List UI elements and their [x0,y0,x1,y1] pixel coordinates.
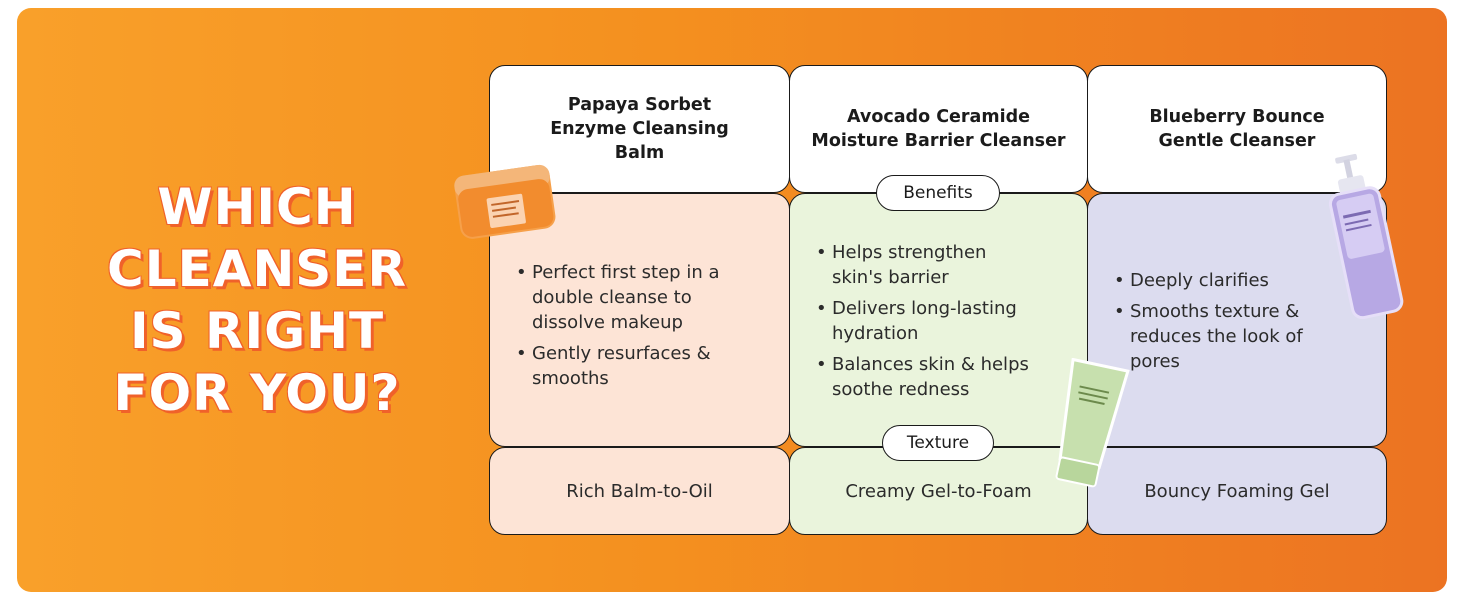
benefit-item: Deeply clarifies [1114,268,1329,293]
texture-cell-papaya: Rich Balm-to-Oil [489,447,790,535]
benefits-cell-avocado: Helps strengthen skin's barrier Delivers… [789,193,1088,447]
headline-line-4: FOR YOU? [113,364,401,422]
texture-label: Texture [882,425,994,461]
benefits-cell-papaya: Perfect first step in a double cleanse t… [489,193,790,447]
benefit-item: Perfect first step in a double cleanse t… [516,260,756,335]
papaya-jar-image [454,164,556,239]
product-header-blueberry: Blueberry Bounce Gentle Cleanser [1087,65,1387,193]
benefits-label: Benefits [876,175,1000,211]
headline: WHICH CLEANSER IS RIGHT FOR YOU? [77,176,437,424]
product-name: Avocado Ceramide Moisture Barrier Cleans… [811,107,1066,151]
benefit-item: Gently resurfaces & smooths [516,341,716,391]
texture-value: Creamy Gel-to-Foam [845,480,1032,502]
texture-value: Bouncy Foaming Gel [1144,480,1330,502]
product-header-papaya: Papaya Sorbet Enzyme Cleansing Balm [489,65,790,193]
benefits-list: Helps strengthen skin's barrier Delivers… [816,240,1066,408]
benefit-item: Helps strengthen skin's barrier [816,240,1016,290]
product-name: Blueberry Bounce Gentle Cleanser [1149,107,1325,151]
product-header-avocado: Avocado Ceramide Moisture Barrier Cleans… [789,65,1088,193]
benefit-item: Delivers long-lasting hydration [816,296,1056,346]
blueberry-bottle-image [1328,153,1404,320]
headline-line-2: CLEANSER [107,240,407,298]
texture-cell-blueberry: Bouncy Foaming Gel [1087,447,1387,535]
product-name: Papaya Sorbet Enzyme Cleansing Balm [550,95,729,163]
texture-cell-avocado: Creamy Gel-to-Foam [789,447,1088,535]
benefit-item: Balances skin & helps soothe redness [816,352,1061,402]
avocado-tube-image [1055,358,1130,488]
benefits-list: Deeply clarifies Smooths texture & reduc… [1114,268,1329,380]
benefits-list: Perfect first step in a double cleanse t… [516,260,756,397]
texture-value: Rich Balm-to-Oil [566,480,713,502]
benefit-item: Smooths texture & reduces the look of po… [1114,299,1329,374]
headline-line-3: IS RIGHT [129,302,385,360]
headline-line-1: WHICH [157,178,357,236]
